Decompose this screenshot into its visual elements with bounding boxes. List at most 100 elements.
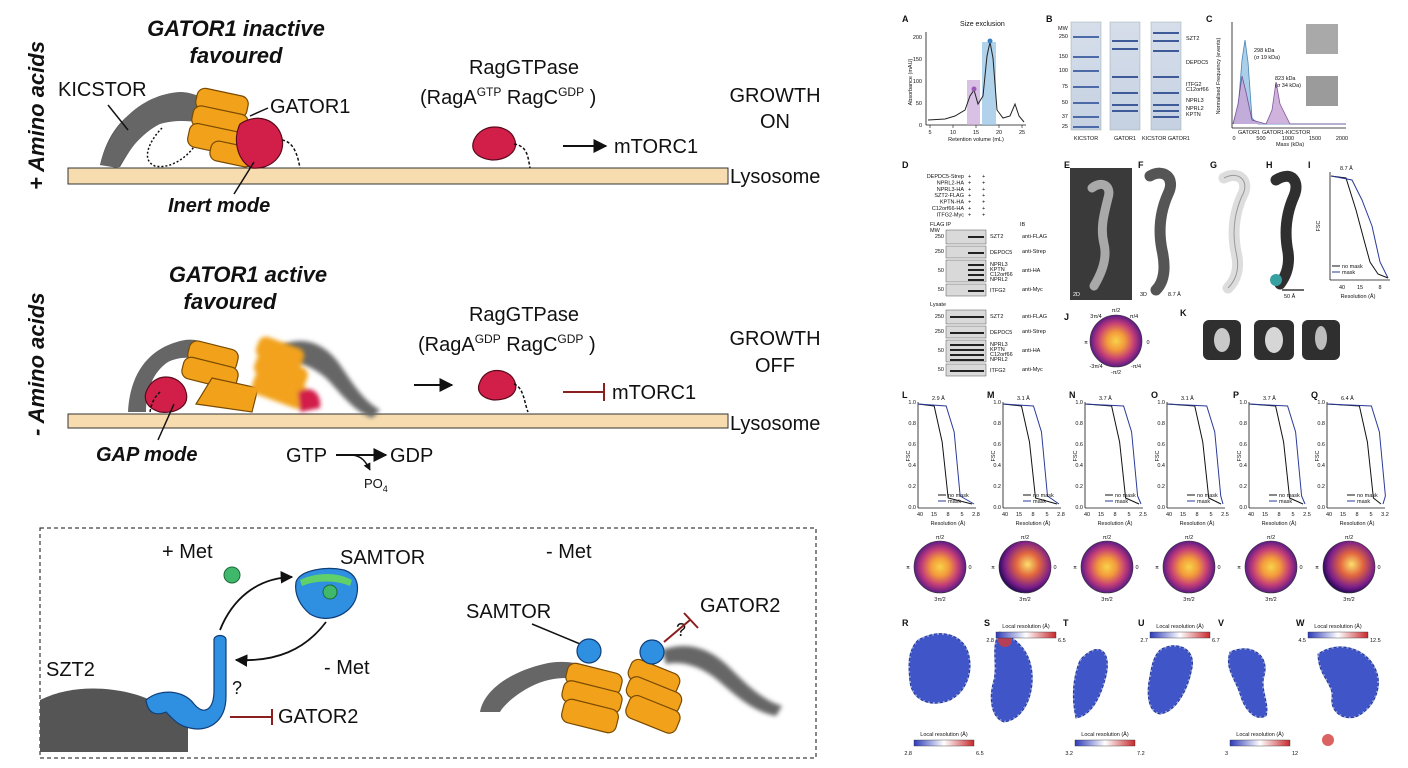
angle-label: π/2 bbox=[1021, 535, 1029, 541]
svg-text:GATOR1-KICSTOR: GATOR1-KICSTOR bbox=[1262, 130, 1310, 136]
band-label: DEPDC5 bbox=[990, 250, 1012, 256]
lysosome-label-top: Lysosome bbox=[730, 166, 820, 188]
x-tick-label: 0 bbox=[1232, 136, 1235, 142]
gap-pointer bbox=[157, 403, 175, 441]
mw-marker: 37 bbox=[1062, 114, 1068, 120]
scale-max: 6.5 bbox=[1058, 638, 1066, 644]
svg-text:FSC: FSC bbox=[1316, 220, 1322, 231]
gel-band bbox=[1153, 92, 1179, 94]
y-axis-label: FSC bbox=[1073, 450, 1079, 461]
gel-band bbox=[1153, 40, 1179, 42]
methionine-box bbox=[39, 527, 817, 759]
x-axis-label: Resolution (Å) bbox=[931, 520, 966, 527]
x-tick-label: 5 bbox=[1369, 512, 1372, 518]
band-label: ITFG2 bbox=[990, 368, 1006, 374]
gator1-active-left bbox=[144, 340, 259, 413]
rag-tether-middle bbox=[513, 383, 529, 413]
resolution-label: 3.1 Å bbox=[1181, 395, 1194, 402]
x-tick-label: 15 bbox=[1098, 512, 1104, 518]
phosphate-arrow bbox=[351, 454, 371, 471]
gel-band bbox=[1073, 126, 1099, 128]
lysosome-label-middle: Lysosome bbox=[730, 413, 820, 435]
panel-letter-G: G bbox=[1210, 160, 1217, 170]
blot-band bbox=[950, 349, 984, 351]
blot-myc-ip bbox=[945, 283, 987, 297]
band-label: NPRL2 bbox=[990, 357, 1008, 363]
gdp-label: GDP bbox=[390, 445, 433, 467]
x-tick-label: 1500 bbox=[1309, 136, 1321, 142]
mw-value: 50 bbox=[938, 268, 944, 274]
y-tick-label: 0.4 bbox=[1075, 463, 1083, 469]
angle-label: π/2 bbox=[1112, 308, 1120, 314]
angle-label: 3π/2 bbox=[934, 597, 945, 603]
fsc-curve-mask bbox=[917, 403, 975, 505]
samtor-free-left bbox=[576, 638, 602, 664]
scale-min: 2.8 bbox=[904, 751, 912, 757]
color-scale-bar bbox=[1229, 739, 1291, 747]
legend-entry: mask bbox=[1197, 499, 1210, 505]
resolution-label: 6.4 Å bbox=[1341, 395, 1354, 402]
band-label: SZT2 bbox=[990, 314, 1003, 320]
legend-entry: no mask bbox=[1342, 264, 1363, 270]
y-tick-label: 1.0 bbox=[1317, 400, 1325, 406]
y-tick-label: 1.0 bbox=[1239, 400, 1247, 406]
rag-state-top: (RagAGTP RagCGDP ) bbox=[420, 85, 596, 109]
gel-band bbox=[1153, 50, 1179, 52]
ragtpase-label-top: RagGTPase bbox=[469, 57, 579, 79]
blot-band bbox=[968, 279, 984, 281]
x-tick-label: 40 bbox=[1326, 512, 1332, 518]
mw-value: 50 bbox=[938, 348, 944, 354]
x-tick-label: 5 bbox=[1127, 512, 1130, 518]
blot-band bbox=[968, 269, 984, 271]
angle-label: 0 bbox=[1377, 565, 1380, 571]
mw-marker: 25 bbox=[1062, 124, 1068, 130]
panel-letter: U bbox=[1138, 618, 1145, 628]
antibody-label: anti-FLAG bbox=[1022, 234, 1047, 240]
y-tick-label: 1.0 bbox=[993, 400, 1001, 406]
x-tick-label: 8 bbox=[1113, 512, 1116, 518]
y-tick-label: 1.0 bbox=[1075, 400, 1083, 406]
y-tick-label: 0.2 bbox=[993, 484, 1001, 490]
panel-letter: Q bbox=[1311, 390, 1318, 400]
panel-letter: S bbox=[984, 618, 990, 628]
title-inactive-line1: GATOR1 inactive bbox=[147, 16, 325, 41]
scale-max: 6.5 bbox=[976, 751, 984, 757]
rag-state-middle: (RagAGDP RagCGDP ) bbox=[418, 332, 596, 356]
kicstor-label: KICSTOR bbox=[58, 79, 147, 101]
scale-max: 6.7 bbox=[1212, 638, 1220, 644]
band-label: C12orf66 bbox=[990, 272, 1013, 278]
construct-label: DEPDC5-Strep bbox=[927, 174, 964, 180]
phosphate-label: PO4 bbox=[364, 476, 388, 494]
x-tick-label: 2.8 bbox=[972, 512, 980, 518]
x-tick-label: 8 bbox=[1355, 512, 1358, 518]
x-tick-label: 15 bbox=[973, 130, 979, 136]
color-scale-bar bbox=[913, 739, 975, 747]
x-axis-label: Resolution (Å) bbox=[1180, 520, 1215, 527]
angle-label: 0 bbox=[1146, 340, 1149, 346]
x-tick-label: 3.2 bbox=[1381, 512, 1389, 518]
resolution-label: 2.9 Å bbox=[932, 395, 945, 402]
plus-sign: + bbox=[982, 174, 985, 180]
angle-label: π bbox=[1237, 565, 1241, 571]
gel-band bbox=[1112, 92, 1138, 94]
angle-label: 0 bbox=[968, 565, 971, 571]
mw-marker: 50 bbox=[1062, 100, 1068, 106]
x-tick-label: 15 bbox=[1357, 285, 1363, 291]
mw-value: 250 bbox=[935, 329, 944, 335]
band-label: KPTN bbox=[1186, 112, 1201, 118]
angle-label: 0 bbox=[1135, 565, 1138, 571]
plus-sign: + bbox=[968, 206, 971, 212]
y-tick-label: 0.6 bbox=[1317, 442, 1325, 448]
construct-label: NPRL2-HA bbox=[937, 180, 965, 186]
plus-sign: + bbox=[968, 200, 971, 206]
gel-band bbox=[1073, 102, 1099, 104]
legend-entry: mask bbox=[1279, 499, 1292, 505]
y-tick-label: 0.8 bbox=[1157, 421, 1165, 427]
x-tick-label: 2000 bbox=[1336, 136, 1348, 142]
svg-text:823 kDa: 823 kDa bbox=[1275, 76, 1296, 82]
